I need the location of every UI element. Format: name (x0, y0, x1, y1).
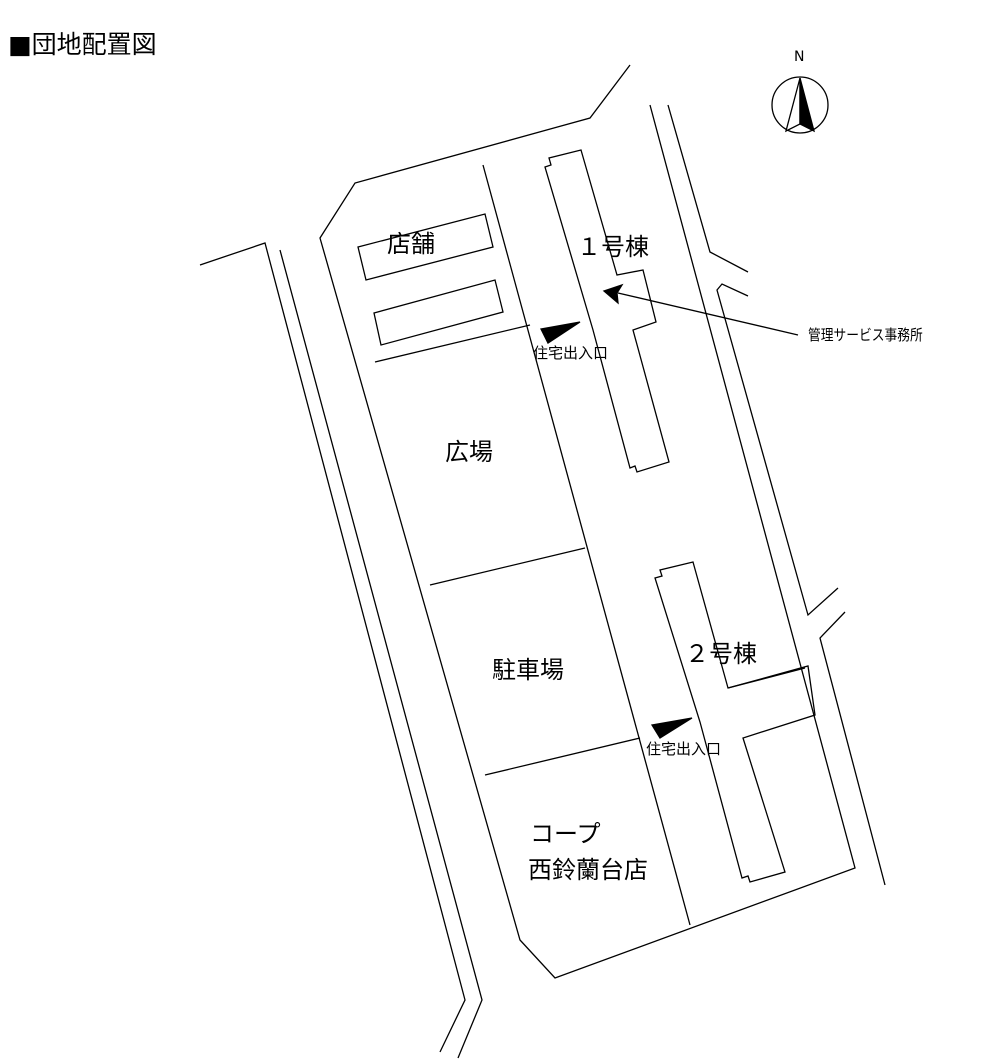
entrance-1-label: 住宅出入口 (533, 344, 609, 362)
page-title: ■団地配置図 (8, 30, 157, 59)
north-label: N (794, 49, 805, 65)
divider-shop-plaza (374, 324, 531, 363)
office-pointer-line (617, 292, 799, 336)
building-2-outline (654, 561, 816, 883)
left-road-edge-outer (199, 242, 466, 1053)
shop-building-1 (357, 213, 494, 281)
shop-building-2 (373, 279, 504, 346)
site-boundary (319, 64, 856, 979)
parking-label: 駐車場 (492, 656, 564, 684)
north-arrow-icon (771, 76, 829, 134)
office-pointer-arrow-icon (602, 283, 624, 305)
coop-label-line1: コープ (530, 820, 601, 848)
coop-label-line2: 西鈴蘭台店 (528, 856, 648, 884)
entrance-2-label: 住宅出入口 (646, 740, 722, 758)
plaza-label: 広場 (445, 438, 493, 466)
entrance-marker-icon (650, 717, 693, 739)
divider-parking-coop (484, 737, 641, 776)
building-1-label: １号棟 (577, 233, 649, 261)
shop-label: 店舗 (387, 230, 435, 258)
building-1-outline (544, 149, 670, 473)
entrance-marker-icon (540, 321, 581, 344)
left-road-edge-inner (279, 249, 483, 1059)
right-road-edge-middle (716, 283, 839, 617)
office-label: 管理サービス事務所 (808, 326, 923, 344)
internal-path-line (482, 164, 691, 926)
right-road-edge-upper (667, 104, 749, 273)
right-road-edge-lower (819, 611, 886, 886)
building-2-label: ２号棟 (685, 640, 757, 668)
divider-plaza-parking (429, 547, 586, 586)
